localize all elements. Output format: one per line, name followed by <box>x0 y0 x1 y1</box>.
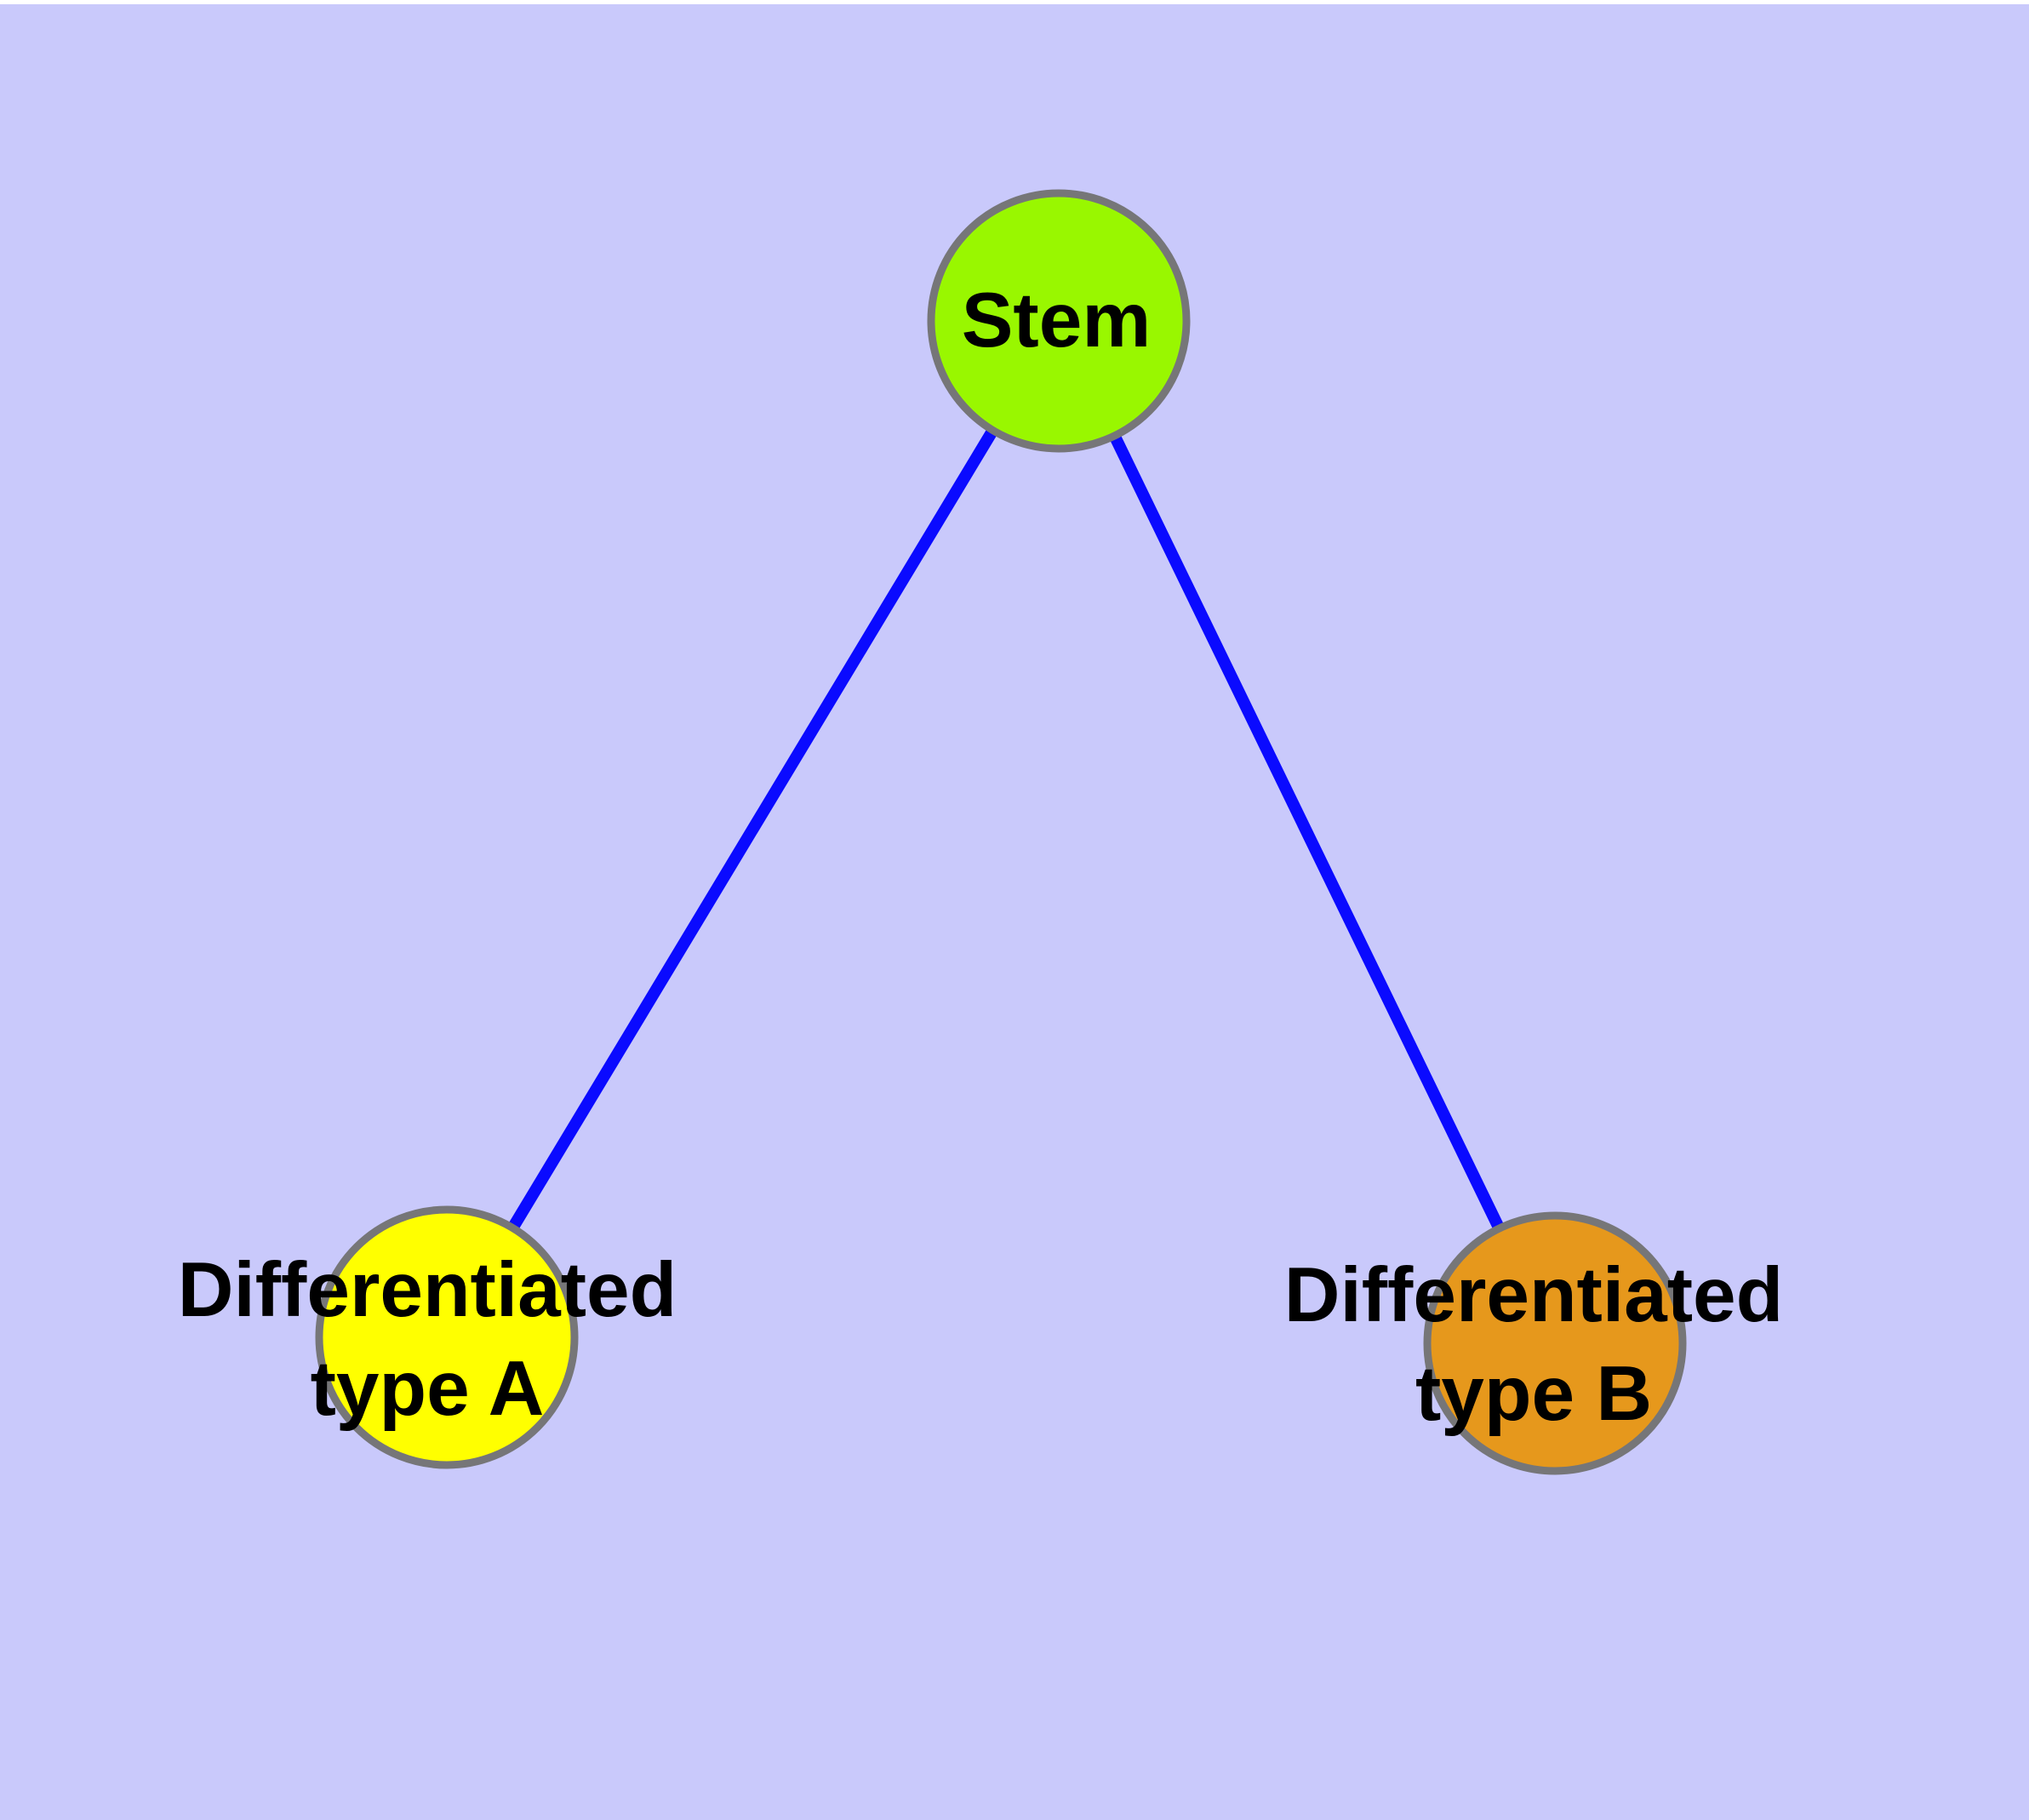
top-border <box>0 0 2029 4</box>
edge-stem-to-type-a <box>442 318 1064 1341</box>
node-label-differentiated-type-b: Differentiated type B <box>1284 1246 1784 1444</box>
label-line-1: Differentiated <box>177 1247 677 1333</box>
node-differentiated-type-a <box>315 1205 579 1469</box>
node-differentiated-type-b <box>1423 1211 1687 1475</box>
node-label-stem: Stem <box>961 278 1152 363</box>
label-line-2: type B <box>1415 1351 1653 1437</box>
edge-stem-to-type-b <box>1053 318 1561 1347</box>
label-line-1: Differentiated <box>1283 1252 1784 1338</box>
node-stem <box>927 189 1191 453</box>
node-label-differentiated-type-a: Differentiated type A <box>178 1241 677 1439</box>
label-line-2: type A <box>310 1346 545 1432</box>
